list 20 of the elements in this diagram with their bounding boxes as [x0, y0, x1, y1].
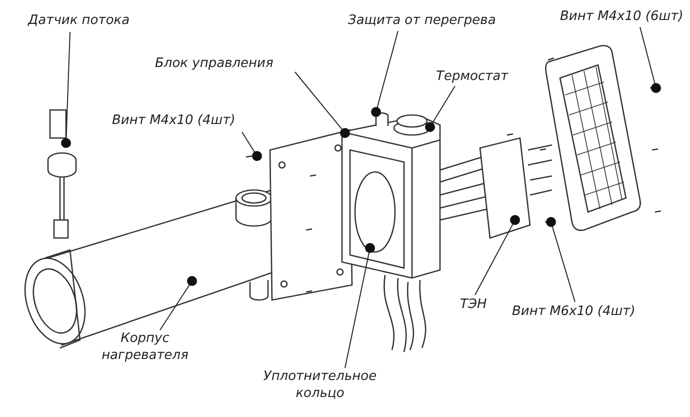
- leader-line: [640, 26, 661, 93]
- leader-line: [242, 132, 262, 161]
- leader-line: [344, 243, 375, 368]
- leader-line: [371, 30, 398, 117]
- leader-line: [425, 86, 456, 132]
- part-label: Защита от перегрева: [348, 12, 496, 29]
- leader-line: [160, 276, 197, 330]
- part-label: Корпус нагревателя: [95, 330, 195, 364]
- part-label: Винт М4х10 (6шт): [560, 8, 684, 25]
- part-label: Винт М6х10 (4шт): [512, 303, 636, 320]
- leader-line: [61, 32, 71, 148]
- part-label: Винт М4х10 (4шт): [112, 112, 236, 129]
- leader-line: [294, 72, 350, 138]
- leader-line: [546, 217, 576, 302]
- part-label: Блок управления: [155, 55, 274, 72]
- part-label: ТЭН: [460, 296, 487, 313]
- part-label: Датчик потока: [28, 12, 130, 29]
- part-label: Уплотнительное кольцо: [250, 368, 390, 402]
- part-label: Термостат: [436, 68, 508, 85]
- leader-line: [474, 215, 520, 296]
